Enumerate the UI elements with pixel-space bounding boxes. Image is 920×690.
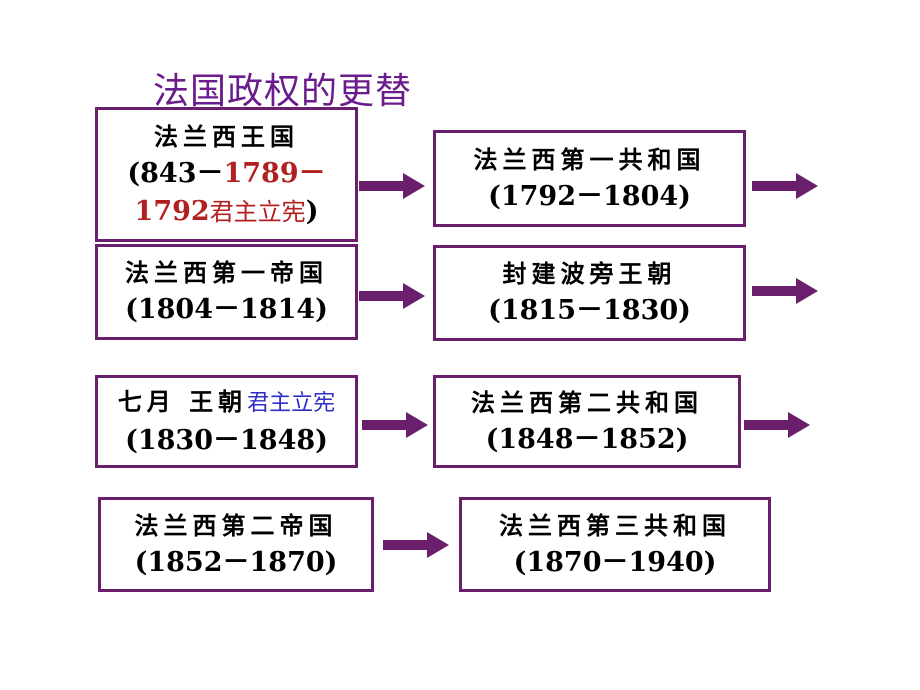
regime-years: (1848－1852) [485, 423, 689, 455]
regime-years-continued: 1792君主立宪) [134, 195, 319, 227]
regime-box-second-republic: 法兰西第二共和国 (1848－1852) [433, 375, 741, 468]
regime-box-second-empire: 法兰西第二帝国 (1852－1870) [98, 497, 374, 592]
diagram-title: 法国政权的更替 [153, 71, 413, 112]
regime-years: (1870－1940) [513, 546, 717, 578]
regime-years: (1815－1830) [488, 295, 691, 326]
arrow-right-icon [359, 283, 425, 309]
regime-box-third-republic: 法兰西第三共和国 (1870－1940) [459, 497, 771, 592]
arrow-right-icon [752, 173, 818, 199]
regime-years: (1830－1848) [125, 424, 328, 456]
regime-name: 法兰西第一帝国 [125, 258, 328, 287]
regime-name: 法兰西第二帝国 [134, 510, 338, 540]
regime-years: (1792－1804) [488, 180, 691, 212]
arrow-right-icon [383, 532, 449, 558]
regime-box-first-empire: 法兰西第一帝国 (1804－1814) [95, 244, 358, 340]
regime-name: 封建波旁王朝 [502, 259, 677, 288]
regime-box-july-monarchy: 七月 王朝君主立宪 (1830－1848) [95, 375, 358, 468]
regime-name: 法兰西第三共和国 [499, 510, 731, 540]
arrow-right-icon [362, 412, 428, 438]
regime-name-row: 七月 王朝君主立宪 [117, 386, 336, 416]
arrow-right-icon [359, 173, 425, 199]
regime-box-kingdom: 法兰西王国 (843－1789－ 1792君主立宪) [95, 107, 358, 242]
regime-box-first-republic: 法兰西第一共和国 (1792－1804) [433, 130, 746, 227]
regime-years: (1852－1870) [134, 546, 338, 578]
regime-box-bourbon: 封建波旁王朝 (1815－1830) [433, 245, 746, 341]
arrow-right-icon [752, 278, 818, 304]
regime-years: (1804－1814) [125, 294, 328, 325]
arrow-right-icon [744, 412, 810, 438]
regime-name: 法兰西王国 [154, 121, 299, 151]
regime-years: (843－1789－ [127, 157, 326, 189]
regime-name: 法兰西第二共和国 [471, 387, 703, 417]
regime-name: 法兰西第一共和国 [473, 144, 706, 174]
